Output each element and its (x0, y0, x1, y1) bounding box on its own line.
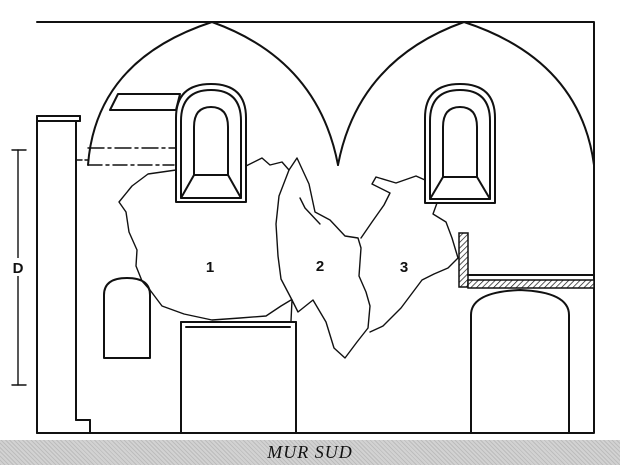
upper-right-window (424, 83, 496, 204)
zone-1-label: 1 (206, 259, 214, 276)
zone-3-outline (360, 175, 459, 333)
caption-band: MUR SUD (0, 440, 620, 465)
vault-left-arch (87, 21, 339, 166)
vault-right-arch (337, 21, 595, 166)
lower-left-window (103, 277, 151, 359)
right-beam (458, 232, 595, 289)
zone-1-outline (118, 157, 293, 322)
caption-title: MUR SUD (267, 442, 353, 462)
lintel-block (109, 93, 181, 111)
wall-outline (36, 21, 595, 434)
dimension-d: D (10, 149, 27, 386)
upper-left-window (175, 83, 247, 203)
dimension-d-label: D (13, 260, 24, 277)
zone-3-label: 3 (400, 259, 408, 276)
central-doorway (180, 321, 297, 434)
zone-2-outline (288, 157, 371, 359)
right-doorway (470, 289, 570, 434)
left-pier (36, 115, 91, 434)
zone-2-label: 2 (316, 258, 324, 275)
wall-elevation-drawing: D (10, 21, 595, 434)
